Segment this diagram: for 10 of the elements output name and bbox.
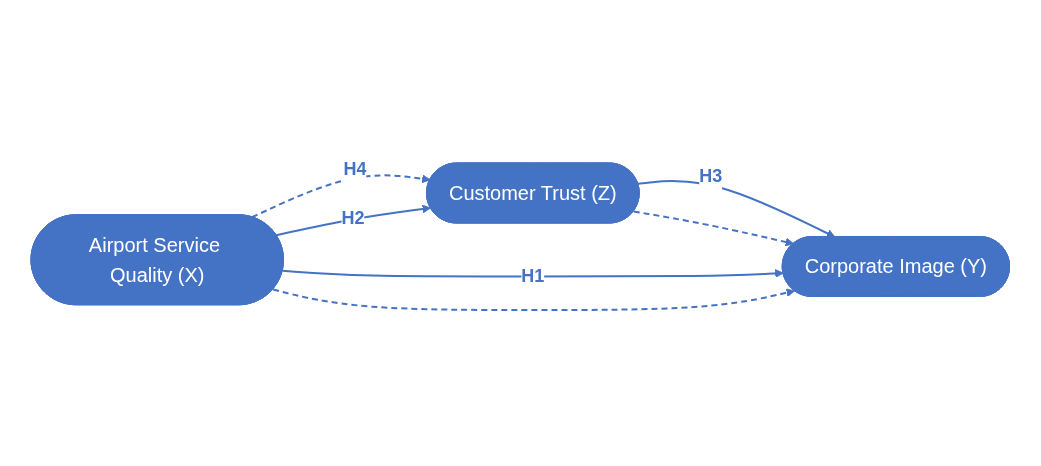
edge-label: H3	[699, 165, 723, 186]
edge-label: H2	[341, 207, 365, 228]
arrow	[251, 174, 431, 219]
edge-label: H1	[521, 266, 545, 286]
arrow	[275, 204, 432, 237]
arrow	[272, 288, 796, 311]
edge-label: H4	[343, 159, 367, 179]
arrow	[281, 269, 784, 278]
arrow	[637, 180, 836, 238]
arrow	[633, 210, 795, 247]
